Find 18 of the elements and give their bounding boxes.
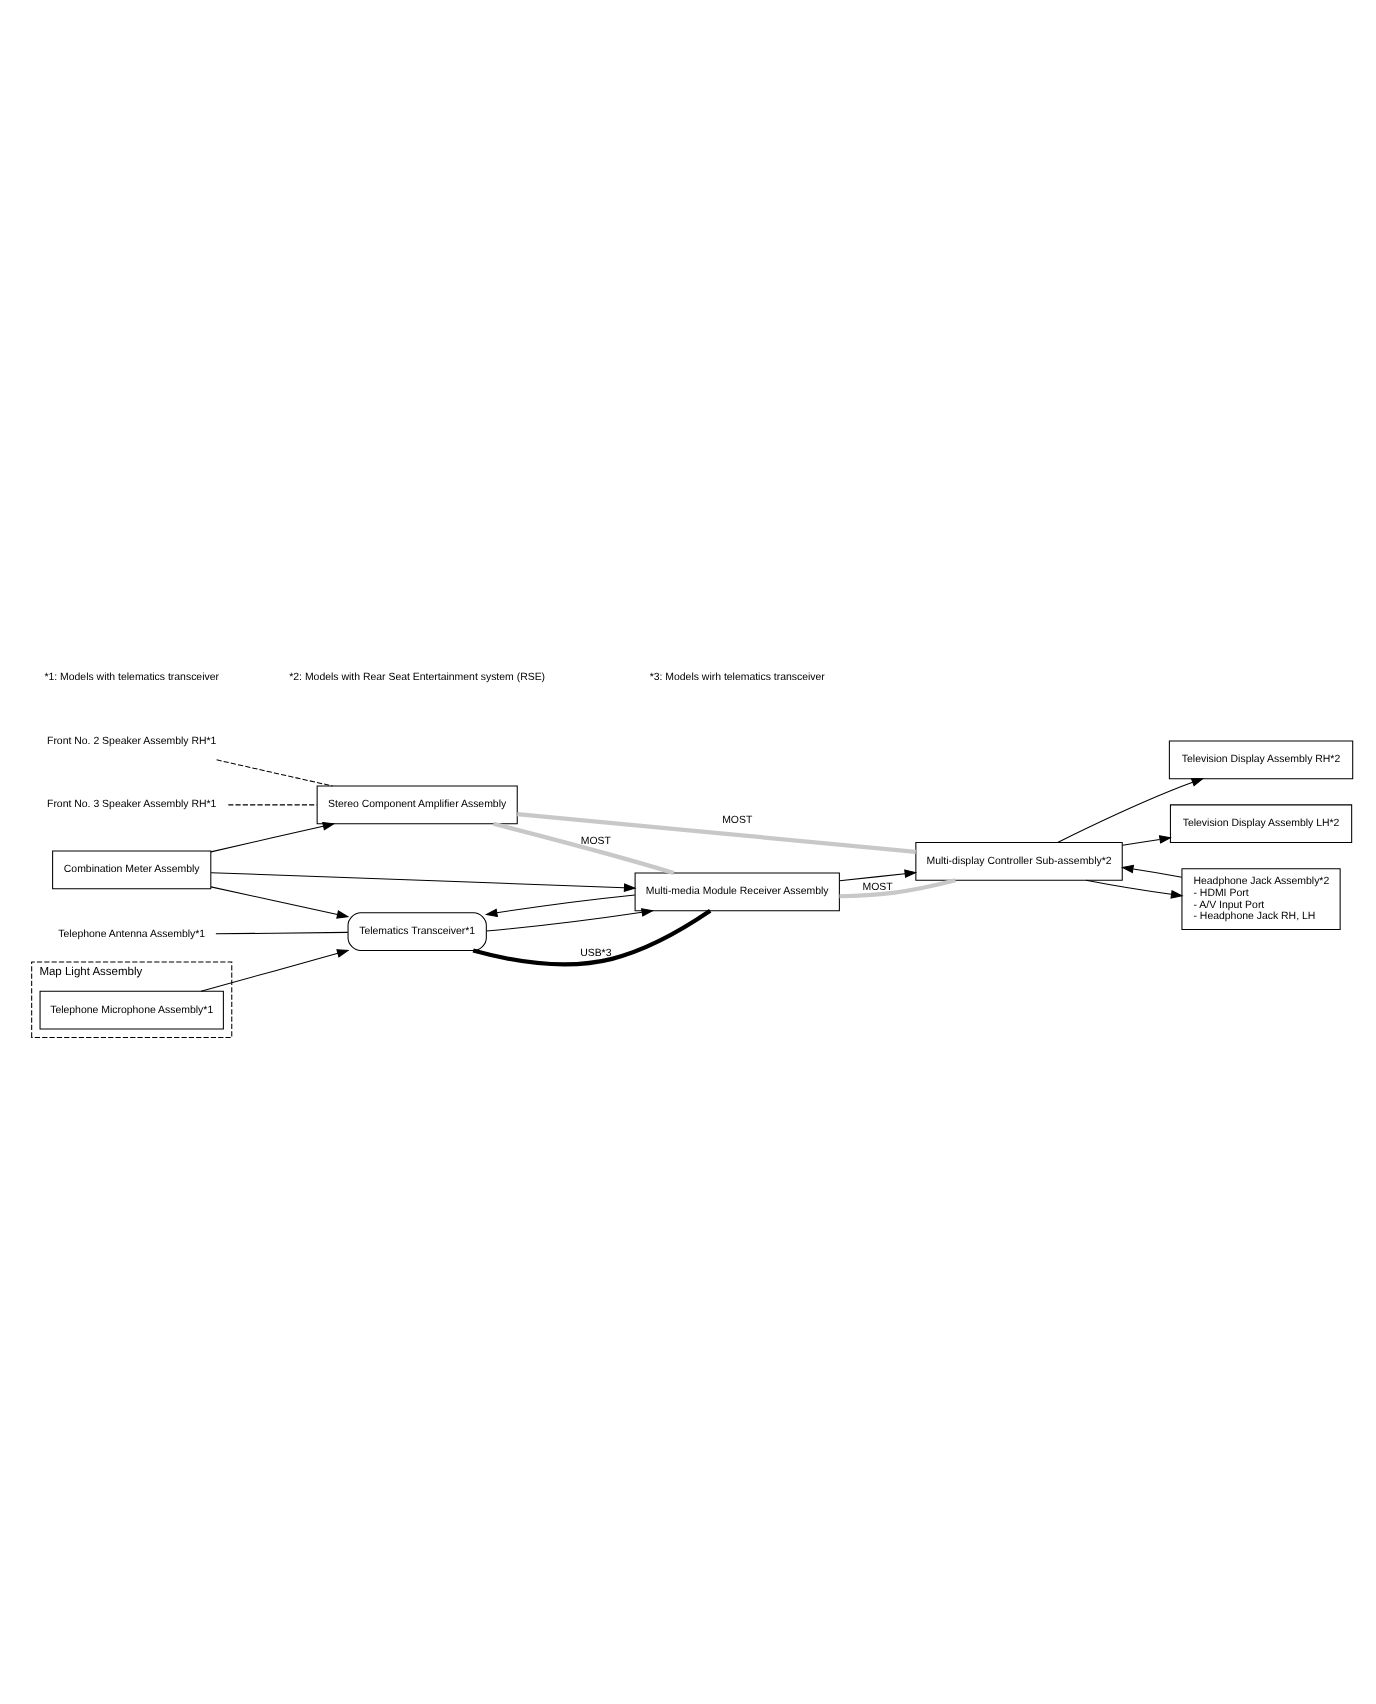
connector xyxy=(492,821,675,875)
arrow xyxy=(485,908,655,932)
arrow xyxy=(1120,864,1183,878)
arrow xyxy=(1085,879,1184,899)
connector xyxy=(216,759,333,787)
arrow xyxy=(1122,835,1172,846)
connector xyxy=(839,878,957,899)
arrow xyxy=(210,872,637,893)
arrow xyxy=(484,894,636,918)
connector xyxy=(472,909,712,967)
arrow xyxy=(839,869,918,882)
connector xyxy=(215,931,349,935)
connector xyxy=(227,804,318,806)
arrow xyxy=(1057,778,1205,843)
connector xyxy=(517,812,916,854)
arrow xyxy=(210,886,350,919)
arrow xyxy=(210,821,336,853)
arrow xyxy=(200,949,350,992)
